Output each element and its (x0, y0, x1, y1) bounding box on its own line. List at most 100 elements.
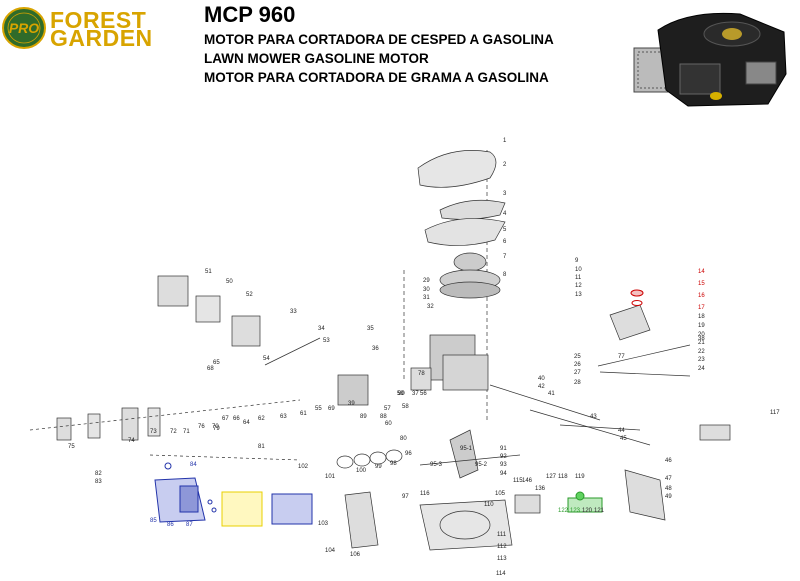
part-label-21: 21 (698, 340, 705, 346)
part-label-56: 56 (420, 391, 427, 397)
part-label-8: 8 (503, 272, 507, 278)
subtitle-english: LAWN MOWER GASOLINE MOTOR (204, 51, 429, 66)
part-label-67: 67 (222, 416, 229, 422)
part-label-95-1: 95-1 (460, 446, 473, 452)
part-label-100: 100 (356, 468, 367, 474)
part-label-103: 103 (318, 521, 329, 527)
part-label-42: 42 (538, 384, 545, 390)
part-label-47: 47 (665, 476, 672, 482)
part-label-116: 116 (420, 491, 430, 497)
model-title: MCP 960 (204, 2, 296, 27)
part-label-4: 4 (503, 211, 507, 217)
part-label-62: 62 (258, 416, 265, 422)
part-label-99: 99 (375, 464, 382, 470)
part-label-64: 64 (243, 420, 250, 426)
part-label-55: 55 (315, 406, 322, 412)
part-label-46: 46 (665, 458, 672, 464)
part-label-43: 43 (590, 414, 597, 420)
part-label-82: 82 (95, 471, 102, 477)
part-label-115: 115 (513, 478, 523, 484)
part-label-50: 50 (226, 279, 233, 285)
part-label-120: 120 (582, 508, 593, 514)
part-label-72: 72 (170, 429, 177, 435)
part-label-98: 98 (390, 461, 397, 467)
part-label-51: 51 (205, 269, 212, 275)
part-label-93: 93 (500, 462, 507, 468)
part-label-90: 90 (398, 391, 405, 397)
part-label-26: 26 (574, 362, 581, 368)
part-label-76: 76 (198, 424, 205, 430)
part-label-63: 63 (280, 414, 287, 420)
part-label-97: 97 (402, 494, 409, 500)
part-label-77: 77 (618, 354, 625, 360)
part-label-18: 18 (698, 314, 705, 320)
part-label-6: 6 (503, 239, 507, 245)
subtitle-portuguese: MOTOR PARA CORTADORA DE GRAMA A GASOLINA (204, 70, 549, 85)
part-label-52: 52 (246, 292, 253, 298)
part-label-12: 12 (575, 283, 582, 289)
part-label-121: 121 (594, 508, 605, 514)
part-label-74: 74 (128, 438, 135, 444)
part-label-16: 16 (698, 293, 705, 299)
part-label-127: 127 (546, 474, 557, 480)
part-label-59: 59 (397, 391, 404, 397)
part-label-106: 106 (350, 552, 361, 558)
part-label-19: 19 (698, 323, 705, 329)
part-label-81: 81 (258, 444, 265, 450)
part-label-75: 75 (68, 444, 75, 450)
part-label-114: 114 (496, 571, 506, 577)
part-label-113: 113 (497, 556, 507, 562)
part-label-60: 60 (385, 421, 392, 427)
part-label-1: 1 (503, 138, 507, 144)
part-label-89: 89 (360, 414, 367, 420)
brand-line-1: FOREST (50, 7, 147, 33)
part-label-70: 70 (212, 424, 219, 430)
part-label-73: 73 (150, 429, 157, 435)
part-label-10: 10 (575, 267, 582, 273)
part-label-31: 31 (423, 295, 430, 301)
part-label-118: 118 (558, 474, 568, 480)
part-label-38: 38 (698, 336, 705, 342)
part-label-30: 30 (423, 287, 430, 293)
part-label-123: 123 (570, 508, 581, 514)
part-label-25: 25 (574, 354, 581, 360)
part-label-7: 7 (503, 254, 507, 260)
part-label-94: 94 (500, 471, 507, 477)
part-label-119: 119 (575, 474, 585, 480)
part-label-69: 69 (328, 406, 335, 412)
subtitle-spanish: MOTOR PARA CORTADORA DE CESPED A GASOLIN… (204, 32, 554, 47)
part-label-95-2: 95-2 (475, 462, 488, 468)
part-label-49: 49 (665, 494, 672, 500)
engine-photo (633, 12, 787, 107)
part-label-65: 65 (213, 360, 220, 366)
part-label-39: 39 (348, 401, 355, 407)
part-label-20: 20 (698, 332, 705, 338)
part-label-57: 57 (384, 406, 391, 412)
part-label-146: 146 (522, 478, 533, 484)
part-label-110: 110 (484, 502, 494, 508)
part-label-112: 112 (497, 544, 507, 550)
part-label-96: 96 (405, 451, 412, 457)
part-label-15: 15 (698, 281, 705, 287)
part-label-80: 80 (400, 436, 407, 442)
part-label-37: 37 (412, 391, 419, 397)
part-label-66: 66 (233, 416, 240, 422)
part-label-86: 86 (167, 522, 174, 528)
part-label-91: 91 (500, 446, 507, 452)
forest-garden-logo: PRO (2, 7, 46, 49)
part-label-111: 111 (497, 532, 507, 538)
part-label-41: 41 (548, 391, 555, 397)
part-label-44: 44 (618, 428, 625, 434)
part-label-40: 40 (538, 376, 545, 382)
part-label-11: 11 (575, 275, 582, 281)
part-label-61: 61 (300, 411, 307, 417)
part-label-54: 54 (263, 356, 270, 362)
part-label-122: 122 (558, 508, 569, 514)
part-label-71: 71 (183, 429, 190, 435)
part-label-2: 2 (503, 162, 507, 168)
part-label-87: 87 (186, 522, 193, 528)
part-label-136: 136 (535, 486, 546, 492)
part-label-27: 27 (574, 370, 581, 376)
part-label-58: 58 (402, 404, 409, 410)
